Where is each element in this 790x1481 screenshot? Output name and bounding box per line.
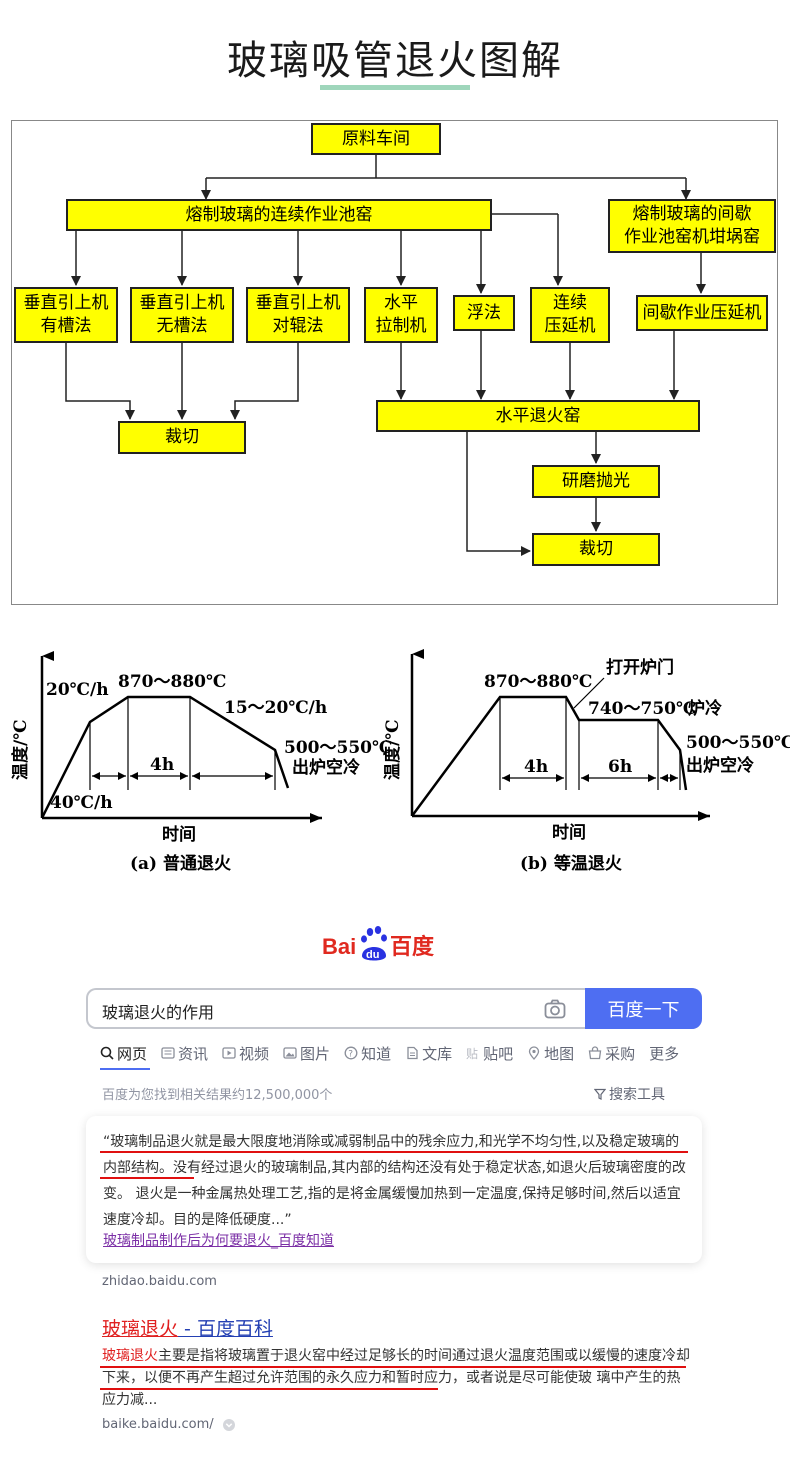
news-icon — [161, 1047, 175, 1059]
node-batch-furnace: 熔制玻璃的间歇 作业池窑机坩埚窑 — [608, 199, 776, 253]
highlight-underline — [100, 1177, 194, 1179]
shop-icon — [588, 1046, 602, 1060]
image-icon — [283, 1047, 297, 1059]
tab-shop[interactable]: 采购 — [588, 1042, 635, 1064]
search-input-value: 玻璃退火的作用 — [102, 1003, 215, 1022]
document-icon — [407, 1046, 418, 1060]
label-a-hold-time: 4h — [150, 755, 174, 775]
tab-wenku[interactable]: 文库 — [405, 1042, 452, 1064]
node-vertical-slot: 垂直引上机 有槽法 — [14, 287, 118, 343]
annealing-curves: 20℃/h 870～880℃ 15～20℃/h 500～550℃ 出炉空冷 4h… — [10, 649, 790, 874]
answer-source: zhidao.baidu.com — [102, 1274, 217, 1289]
question-icon: ? — [344, 1046, 358, 1060]
node-grinding-polishing: 研磨抛光 — [532, 465, 660, 498]
baike-source: baike.baidu.com/ — [102, 1417, 236, 1432]
label-b-open-door: 打开炉门 — [606, 657, 674, 678]
node-continuous-rolling: 连续 压延机 — [530, 287, 610, 343]
node-continuous-tank-furnace: 熔制玻璃的连续作业池窑 — [66, 199, 492, 231]
search-button[interactable]: 百度一下 — [585, 988, 702, 1029]
highlight-underline — [100, 1151, 688, 1153]
label-a-exit-note: 出炉空冷 — [292, 757, 360, 778]
label-b-iso-time: 6h — [608, 757, 632, 777]
baike-result-title[interactable]: 玻璃退火 - 百度百科 — [102, 1318, 273, 1340]
node-raw-material-workshop: 原料车间 — [311, 123, 441, 155]
caption-isothermal-annealing: (b) 等温退火 — [520, 853, 623, 874]
tab-image[interactable]: 图片 — [283, 1042, 330, 1064]
svg-text:百度: 百度 — [390, 934, 435, 960]
tab-map[interactable]: 地图 — [527, 1042, 574, 1064]
label-b-y-axis: 温度/℃ — [382, 719, 403, 780]
node-cutting-2: 裁切 — [532, 533, 660, 566]
caption-normal-annealing: (a) 普通退火 — [130, 853, 232, 874]
label-a-cool-rate: 15～20℃/h — [224, 698, 327, 718]
map-pin-icon — [528, 1046, 540, 1060]
tab-tieba[interactable]: 贴 贴吧 — [466, 1044, 514, 1063]
page-title: 玻璃吸管退火图解 — [227, 38, 563, 84]
label-b-exit-temp: 500～550℃ — [686, 733, 790, 753]
highlight-underline — [100, 1366, 686, 1368]
paw-icon: du — [361, 926, 387, 961]
tieba-icon: 贴 — [466, 1047, 478, 1060]
baidu-logo[interactable]: Bai du 百度 — [322, 924, 442, 964]
video-icon — [222, 1047, 236, 1059]
search-tools-button[interactable]: 搜索工具 — [594, 1084, 665, 1104]
process-flowchart: 原料车间 熔制玻璃的连续作业池窑 熔制玻璃的间歇 作业池窑机坩埚窑 垂直引上机 … — [11, 120, 778, 605]
node-horizontal-drawing: 水平 拉制机 — [364, 287, 438, 343]
search-icon — [100, 1046, 114, 1060]
active-tab-indicator — [100, 1068, 150, 1070]
filter-icon — [594, 1088, 606, 1100]
baike-snippet: 玻璃退火主要是指将玻璃置于退火窑中经过足够长的时间通过退火温度范围或以缓慢的速度… — [102, 1348, 690, 1408]
chart-normal-annealing — [40, 651, 322, 823]
label-b-hold-time: 4h — [524, 757, 548, 777]
label-a-heat-rate-high: 20℃/h — [46, 680, 109, 700]
label-b-iso-note: 炉冷 — [688, 698, 722, 719]
chart-isothermal-annealing — [410, 649, 710, 821]
svg-text:du: du — [366, 949, 379, 961]
tab-more[interactable]: 更多 — [649, 1044, 680, 1063]
label-b-iso-temp: 740～750℃ — [588, 699, 696, 719]
label-a-heat-rate-low: 40℃/h — [50, 793, 113, 813]
node-float: 浮法 — [453, 295, 515, 331]
node-cutting-1: 裁切 — [118, 421, 246, 454]
svg-text:Bai: Bai — [322, 934, 356, 959]
search-tabs: 网页 资讯 视频 图片 ? 知道 文库 贴 贴吧 地图 采购 更多 — [100, 1042, 693, 1064]
node-vertical-roller: 垂直引上机 对辊法 — [246, 287, 350, 343]
tab-web[interactable]: 网页 — [100, 1042, 147, 1064]
zhidao-answer-card: “玻璃制品退火就是最大限度地消除或减弱制品中的残余应力,和光学不均匀性,以及稳定… — [86, 1116, 702, 1263]
camera-icon[interactable] — [544, 999, 566, 1019]
svg-text:?: ? — [348, 1050, 353, 1060]
result-count: 百度为您找到相关结果约12,500,000个 — [102, 1088, 333, 1103]
label-a-y-axis: 温度/℃ — [10, 719, 31, 780]
svg-text:贴: 贴 — [466, 1047, 478, 1060]
label-b-hold-temp: 870～880℃ — [484, 672, 592, 692]
label-b-x-axis: 时间 — [552, 822, 586, 843]
highlight-underline — [100, 1388, 438, 1390]
chevron-down-icon[interactable] — [222, 1418, 236, 1432]
label-a-exit-temp: 500～550℃ — [284, 738, 392, 758]
label-a-hold-temp: 870～880℃ — [118, 672, 226, 692]
flowchart-connectors — [65, 155, 706, 556]
title-underline — [320, 85, 470, 90]
label-a-x-axis: 时间 — [162, 824, 196, 845]
answer-snippet: “玻璃制品退火就是最大限度地消除或减弱制品中的残余应力,和光学不均匀性,以及稳定… — [103, 1134, 686, 1228]
tab-news[interactable]: 资讯 — [161, 1042, 208, 1064]
answer-link[interactable]: 玻璃制品制作后为何要退火_百度知道 — [103, 1233, 334, 1249]
tab-zhidao[interactable]: ? 知道 — [344, 1042, 391, 1064]
tab-video[interactable]: 视频 — [222, 1042, 269, 1064]
node-horizontal-annealing-lehr: 水平退火窑 — [376, 400, 700, 432]
label-b-exit-note: 出炉空冷 — [686, 755, 754, 776]
node-vertical-slotless: 垂直引上机 无槽法 — [130, 287, 234, 343]
node-batch-rolling: 间歇作业压延机 — [636, 295, 768, 331]
